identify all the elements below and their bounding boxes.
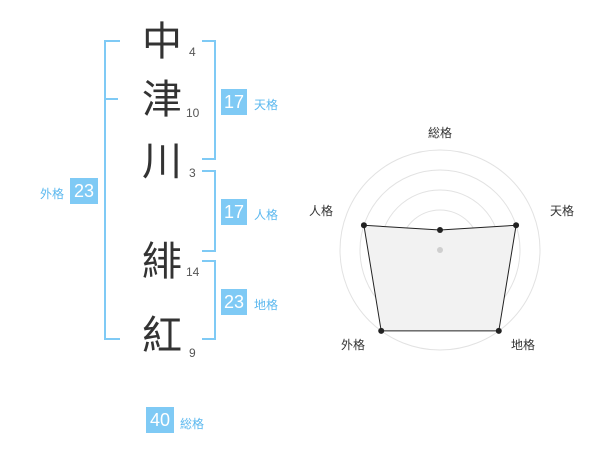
- radar-point-4: [378, 327, 385, 334]
- radar-point-3: [495, 327, 502, 334]
- stroke-count-4: 14: [186, 265, 200, 279]
- name-char-1: 中: [142, 19, 182, 65]
- stroke-count-1: 4: [189, 45, 196, 59]
- radar-axis-label-tenkaku: 天格: [550, 204, 575, 218]
- tenkaku-bracket: [202, 40, 216, 160]
- chikaku-label: 地格: [254, 298, 279, 312]
- radar-grid-ring: [339, 149, 541, 351]
- stroke-count-3: 3: [189, 166, 196, 180]
- radar-point-2: [513, 222, 520, 229]
- stroke-count-5: 9: [189, 346, 196, 360]
- gaikaku-value: 23: [70, 178, 98, 204]
- tenkaku-value: 17: [221, 89, 247, 115]
- chikaku-bracket: [202, 260, 216, 340]
- soukaku-label: 総格: [180, 417, 205, 431]
- jinkaku-value: 17: [221, 199, 247, 225]
- jinkaku-label: 人格: [254, 208, 279, 222]
- gaikaku-bracket-tick: [104, 98, 118, 100]
- jinkaku-bracket: [202, 170, 216, 252]
- stroke-count-2: 10: [186, 106, 200, 120]
- radar-series-polygon: [363, 224, 517, 332]
- soukaku-value: 40: [146, 407, 174, 433]
- name-char-2: 津: [142, 77, 182, 123]
- radar-axis-label-chikaku: 地格: [511, 338, 536, 352]
- radar-axis-label-gaikaku: 外格: [341, 338, 366, 352]
- chikaku-value: 23: [221, 289, 247, 315]
- radar-axis-label-soukaku: 総格: [428, 126, 453, 140]
- gaikaku-bracket: [104, 40, 120, 340]
- name-char-4: 緋: [142, 239, 182, 285]
- radar-center-dot: [437, 247, 443, 253]
- name-char-5: 紅: [142, 313, 182, 359]
- tenkaku-label: 天格: [254, 98, 279, 112]
- radar-axis-label-jinkaku: 人格: [309, 204, 334, 218]
- radar-point-5: [360, 222, 367, 229]
- radar-point-1: [437, 227, 443, 233]
- name-char-3: 川: [142, 139, 182, 185]
- gaikaku-label: 外格: [40, 187, 65, 201]
